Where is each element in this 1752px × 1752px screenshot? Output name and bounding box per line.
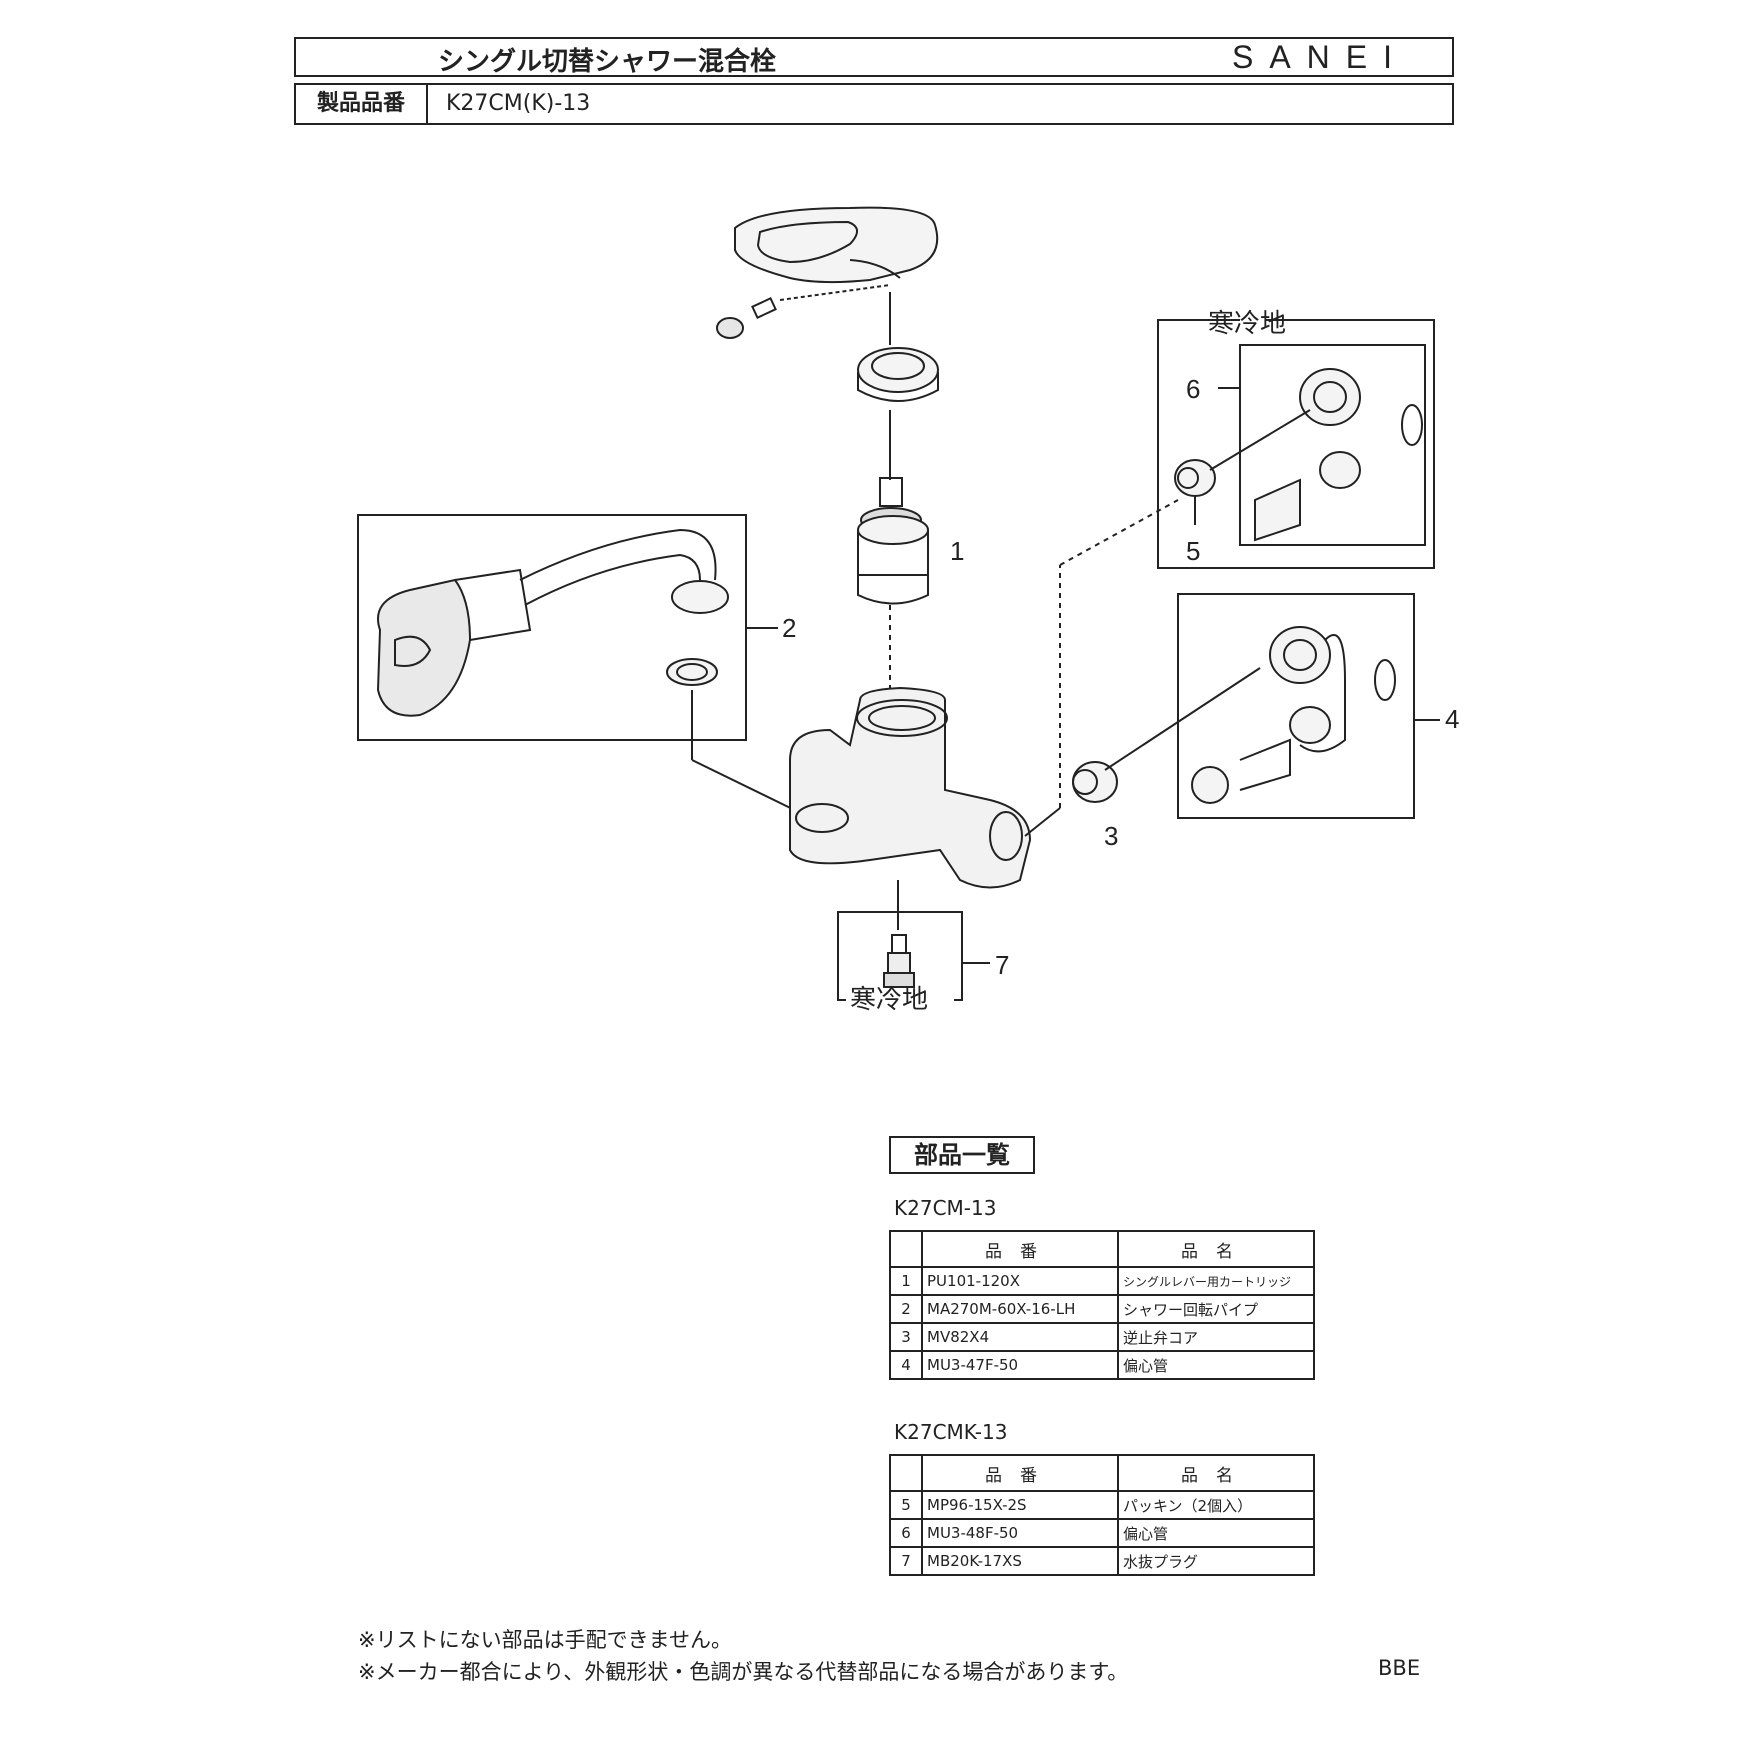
- part-name: シングルレバー用カートリッジ: [1117, 1266, 1315, 1296]
- product-code-label: 製品品番: [296, 85, 428, 123]
- part-code: PU101-120X: [921, 1266, 1119, 1296]
- callout-1: 1: [950, 536, 964, 566]
- product-code-value: K27CM(K)-13: [446, 91, 591, 116]
- lever-screw: [716, 297, 777, 339]
- faucet-body: [789, 686, 1032, 889]
- table-row: 4 MU3-47F-50 偏心管: [889, 1350, 1315, 1380]
- column-header-name: 品名: [1117, 1230, 1315, 1268]
- part-name: 逆止弁コア: [1117, 1322, 1315, 1352]
- column-header-code: 品番: [921, 1230, 1119, 1268]
- row-number: 6: [889, 1518, 923, 1548]
- part-code: MB20K-17XS: [921, 1546, 1119, 1576]
- lever-handle: [734, 206, 939, 284]
- check-valve-part-3: [1072, 761, 1118, 803]
- table-row: 2 MA270M-60X-16-LH シャワー回転パイプ: [889, 1294, 1315, 1324]
- drain-plug-part-7: [883, 934, 915, 988]
- row-number: 4: [889, 1350, 923, 1380]
- packing-part-5: [1174, 459, 1216, 497]
- callout-7: 7: [995, 950, 1009, 980]
- table-row: 5 MP96-15X-2S パッキン（2個入）: [889, 1490, 1315, 1520]
- parts-table-2: 品番 品名 5 MP96-15X-2S パッキン（2個入） 6 MU3-48F-…: [889, 1454, 1315, 1576]
- footer-code: BBE: [1378, 1656, 1421, 1680]
- row-number: 1: [889, 1266, 923, 1296]
- table-row: 6 MU3-48F-50 偏心管: [889, 1518, 1315, 1548]
- eccentric-pipe-part-4: [1191, 626, 1396, 804]
- cartridge-part-1: [857, 477, 929, 605]
- part-name: パッキン（2個入）: [1117, 1490, 1315, 1520]
- table-row: 7 MB20K-17XS 水抜プラグ: [889, 1546, 1315, 1576]
- table-row: 1 PU101-120X シングルレバー用カートリッジ: [889, 1266, 1315, 1296]
- part-code: MA270M-60X-16-LH: [921, 1294, 1119, 1324]
- callout-2: 2: [782, 613, 796, 643]
- callout-6: 6: [1186, 374, 1200, 404]
- part-name: シャワー回転パイプ: [1117, 1294, 1315, 1324]
- part-code: MP96-15X-2S: [921, 1490, 1119, 1520]
- part-name: 偏心管: [1117, 1350, 1315, 1380]
- row-number: 5: [889, 1490, 923, 1520]
- note-substitute-parts: ※メーカー都合により、外観形状・色調が異なる代替部品になる場合があります。: [358, 1660, 1129, 1684]
- part-code: MV82X4: [921, 1322, 1119, 1352]
- shower-pipe-part-2: [376, 528, 729, 717]
- eccentric-pipe-part-6: [1254, 368, 1423, 542]
- part-name: 水抜プラグ: [1117, 1546, 1315, 1576]
- parts-list-heading: 部品一覧: [889, 1136, 1035, 1174]
- part-name: 偏心管: [1117, 1518, 1315, 1548]
- part-code: MU3-48F-50: [921, 1518, 1119, 1548]
- cold-region-label-top: 寒冷地: [1208, 308, 1286, 338]
- callout-4: 4: [1445, 704, 1459, 734]
- row-number: 3: [889, 1322, 923, 1352]
- document-title: シングル切替シャワー混合栓: [438, 47, 777, 77]
- part-code: MU3-47F-50: [921, 1350, 1119, 1380]
- table1-model-label: K27CM-13: [894, 1196, 997, 1220]
- table-row: 3 MV82X4 逆止弁コア: [889, 1322, 1315, 1352]
- sanei-logo: SANEI: [1231, 39, 1408, 75]
- title-bar: シングル切替シャワー混合栓 SANEI: [294, 37, 1454, 77]
- callout-5: 5: [1186, 536, 1200, 566]
- product-code-bar: 製品品番 K27CM(K)-13: [294, 83, 1454, 125]
- callout-3: 3: [1104, 821, 1118, 851]
- parts-table-1: 品番 品名 1 PU101-120X シングルレバー用カートリッジ 2 MA27…: [889, 1230, 1315, 1380]
- column-header-name: 品名: [1117, 1454, 1315, 1492]
- note-unlisted-parts: ※リストにない部品は手配できません。: [358, 1628, 732, 1652]
- row-number: 7: [889, 1546, 923, 1576]
- cap-ring: [857, 347, 939, 402]
- row-number: 2: [889, 1294, 923, 1324]
- table2-model-label: K27CMK-13: [894, 1420, 1008, 1444]
- cold-region-label-bottom: 寒冷地: [850, 984, 928, 1014]
- column-header-code: 品番: [921, 1454, 1119, 1492]
